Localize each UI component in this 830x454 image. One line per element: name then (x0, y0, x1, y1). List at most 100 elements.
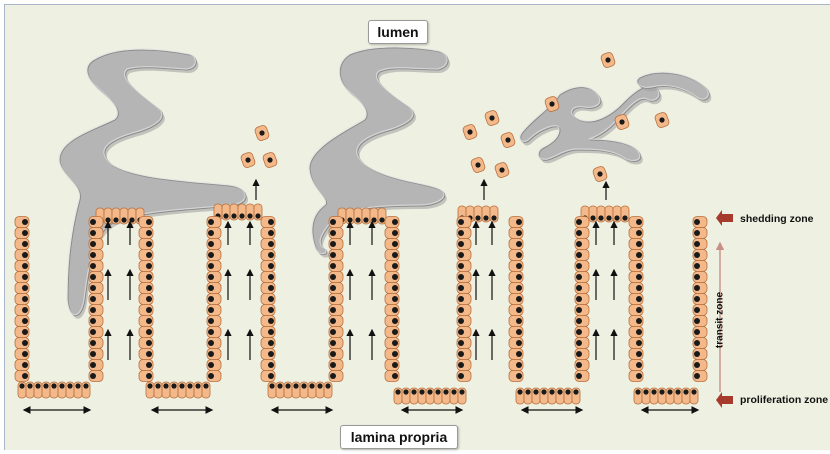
cell-nucleus (208, 340, 214, 346)
cell-nucleus (330, 318, 336, 324)
cell-nucleus (90, 274, 96, 280)
cell-nucleus (636, 307, 642, 313)
cell-nucleus (19, 383, 24, 388)
cell-nucleus (208, 241, 214, 247)
lamina-propria-label: lamina propria (340, 425, 458, 449)
cell-nucleus (255, 213, 260, 218)
cell-nucleus (606, 215, 611, 220)
cell-nucleus (516, 362, 522, 368)
cell-nucleus (636, 318, 642, 324)
shed-cell-nucleus (489, 115, 494, 120)
cell-nucleus (516, 373, 522, 379)
cell-nucleus (576, 252, 582, 258)
cell-nucleus (403, 389, 408, 394)
cell-nucleus (90, 318, 96, 324)
cell-nucleus (573, 389, 578, 394)
cell-nucleus (146, 230, 152, 236)
cell-nucleus (268, 318, 274, 324)
cell-nucleus (675, 389, 680, 394)
cell-nucleus (694, 373, 700, 379)
cell-nucleus (113, 217, 118, 222)
cell-nucleus (683, 389, 688, 394)
cell-nucleus (691, 389, 696, 394)
cell-nucleus (636, 329, 642, 335)
cell-nucleus (541, 389, 546, 394)
cell-nucleus (392, 252, 398, 258)
cell-nucleus (371, 217, 376, 222)
cell-nucleus (268, 362, 274, 368)
cell-nucleus (146, 362, 152, 368)
cell-nucleus (694, 285, 700, 291)
cell-nucleus (458, 318, 464, 324)
cell-nucleus (90, 307, 96, 313)
cell-nucleus (208, 307, 214, 313)
cell-nucleus (458, 362, 464, 368)
cell-nucleus (90, 241, 96, 247)
cell-nucleus (325, 383, 330, 388)
cell-nucleus (458, 296, 464, 302)
cell-nucleus (694, 307, 700, 313)
cell-nucleus (392, 296, 398, 302)
cell-nucleus (330, 274, 336, 280)
cell-nucleus (208, 252, 214, 258)
cell-nucleus (22, 362, 28, 368)
cell-nucleus (146, 263, 152, 269)
cell-nucleus (268, 373, 274, 379)
mucus-strand (521, 86, 660, 161)
cell-nucleus (576, 351, 582, 357)
proliferation-zone-label: proliferation zone (740, 394, 828, 406)
cell-nucleus (576, 329, 582, 335)
cell-nucleus (636, 252, 642, 258)
cell-nucleus (363, 217, 368, 222)
cell-nucleus (268, 296, 274, 302)
lumen-label: lumen (368, 20, 428, 44)
cell-nucleus (208, 296, 214, 302)
cell-nucleus (330, 296, 336, 302)
cell-nucleus (83, 383, 88, 388)
cell-nucleus (395, 389, 400, 394)
cell-nucleus (75, 383, 80, 388)
cell-nucleus (576, 296, 582, 302)
cell-nucleus (121, 217, 126, 222)
cell-nucleus (347, 217, 352, 222)
cell-nucleus (231, 213, 236, 218)
shed-cell-nucleus (467, 129, 472, 134)
cell-nucleus (208, 285, 214, 291)
cell-nucleus (129, 217, 134, 222)
cell-nucleus (636, 362, 642, 368)
cell-nucleus (146, 307, 152, 313)
cell-nucleus (90, 351, 96, 357)
cell-nucleus (269, 383, 274, 388)
cell-nucleus (195, 383, 200, 388)
cell-nucleus (549, 389, 554, 394)
cell-nucleus (636, 263, 642, 269)
cell-nucleus (576, 263, 582, 269)
cell-nucleus (268, 329, 274, 335)
cell-nucleus (208, 362, 214, 368)
cell-nucleus (330, 329, 336, 335)
cell-nucleus (458, 263, 464, 269)
cell-nucleus (330, 230, 336, 236)
cell-nucleus (636, 340, 642, 346)
cell-nucleus (576, 307, 582, 313)
cell-nucleus (392, 340, 398, 346)
cell-nucleus (576, 230, 582, 236)
cell-nucleus (22, 230, 28, 236)
cell-nucleus (146, 318, 152, 324)
cell-nucleus (636, 219, 642, 225)
cell-nucleus (451, 389, 456, 394)
cell-nucleus (90, 230, 96, 236)
cell-nucleus (636, 241, 642, 247)
cell-nucleus (330, 351, 336, 357)
cell-nucleus (330, 307, 336, 313)
cell-nucleus (90, 263, 96, 269)
cell-nucleus (659, 389, 664, 394)
cell-nucleus (458, 230, 464, 236)
cell-nucleus (268, 241, 274, 247)
cell-nucleus (459, 389, 464, 394)
cell-nucleus (247, 213, 252, 218)
cell-nucleus (268, 307, 274, 313)
cell-nucleus (694, 230, 700, 236)
cell-nucleus (90, 285, 96, 291)
